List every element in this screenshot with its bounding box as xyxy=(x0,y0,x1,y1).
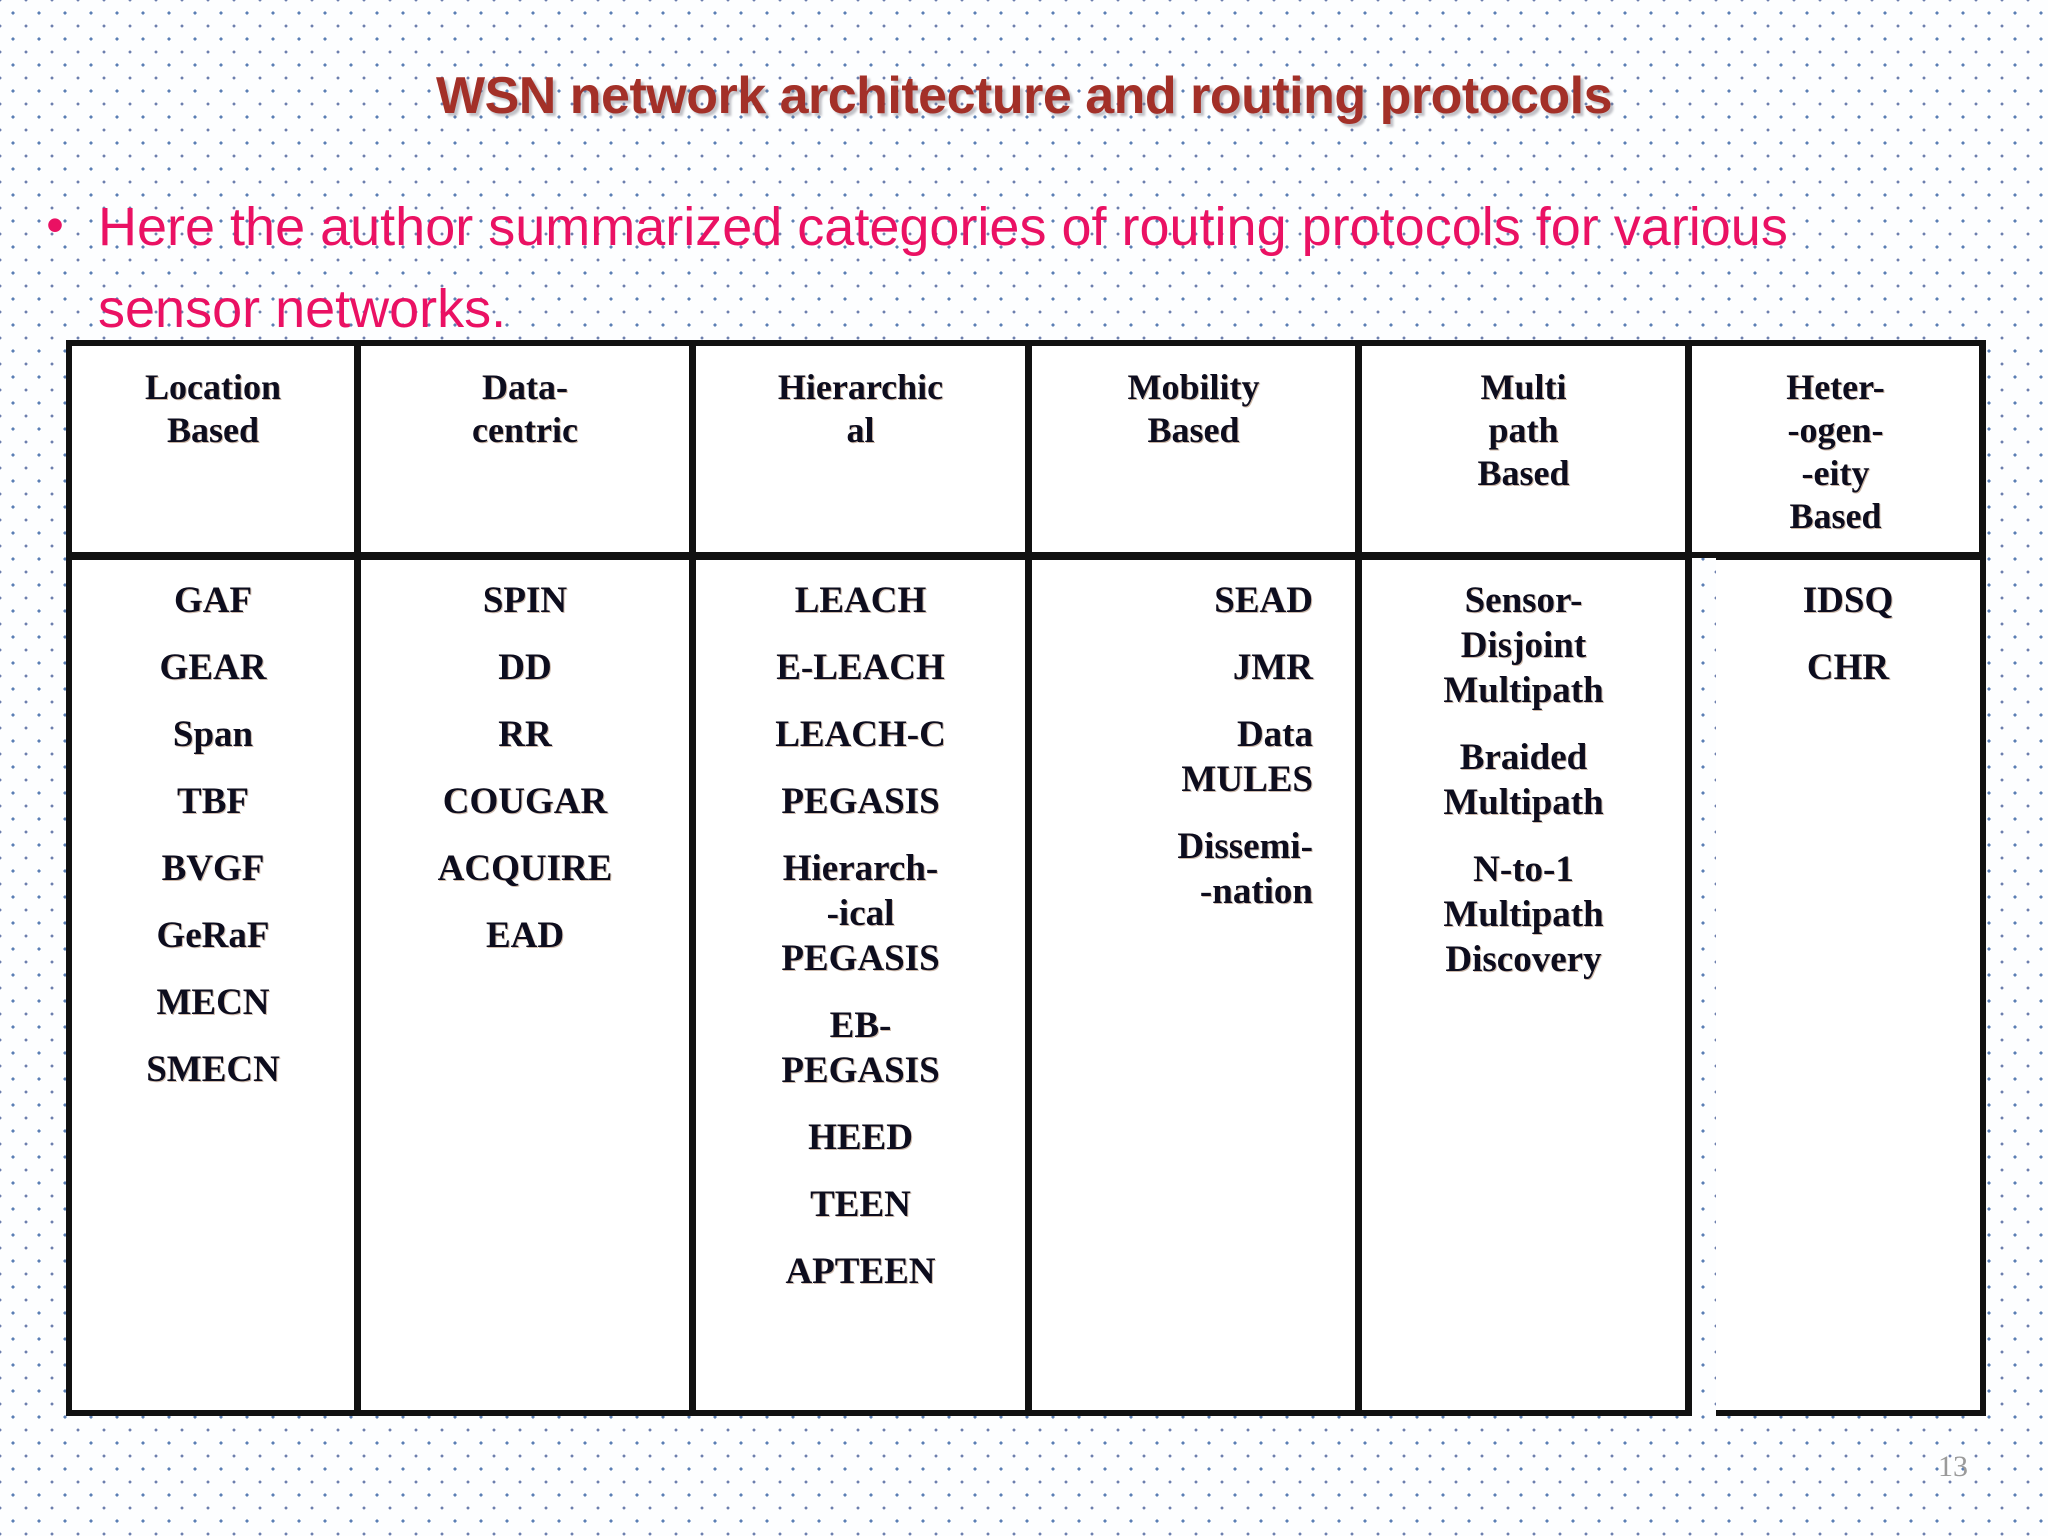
table-entry: Hierarch- -ical PEGASIS xyxy=(781,848,940,979)
table-entry: Braided Multipath xyxy=(1443,737,1604,823)
table-entry: SMECN xyxy=(146,1049,280,1090)
table-entry: LEACH-C xyxy=(775,714,946,755)
bullet-text: Here the author summarized categories of… xyxy=(98,197,1788,339)
table-header-cell-mobility-based: Mobility Based xyxy=(1032,340,1362,558)
table-entry: Data MULES xyxy=(1181,714,1313,800)
table-entry: BVGF xyxy=(161,848,265,889)
bullet-marker-icon: • xyxy=(46,197,64,253)
table-entry: Dissemi- -nation xyxy=(1177,826,1313,912)
table-entry: GeRaF xyxy=(156,915,270,956)
table-entry: PEGASIS xyxy=(781,781,940,822)
table-entry: DD xyxy=(498,647,552,688)
table-entry: E-LEACH xyxy=(776,647,945,688)
table-entry: TBF xyxy=(177,781,249,822)
table-entry: MECN xyxy=(156,982,270,1023)
table-header-cell-location-based: Location Based xyxy=(66,340,361,558)
table-entry: EAD xyxy=(485,915,565,956)
table-cell-hierarchical: LEACH E-LEACH LEACH-C PEGASIS Hierarch- -ica… xyxy=(696,554,1032,1416)
table-entry: SEAD xyxy=(1214,580,1313,621)
table-entry: Sensor- Disjoint Multipath xyxy=(1443,580,1604,711)
table-entry: RR xyxy=(498,714,552,755)
table-entry: N-to-1 Multipath Discovery xyxy=(1443,849,1604,980)
table-entry: COUGAR xyxy=(442,781,608,822)
table-entry: IDSQ xyxy=(1802,580,1894,621)
table-header-label: Multi path Based xyxy=(1477,367,1570,493)
table-entry: EB- PEGASIS xyxy=(781,1005,940,1091)
table-entry: GEAR xyxy=(159,647,267,688)
table-entry: APTEEN xyxy=(785,1251,936,1292)
table-header-cell-multipath-based: Multi path Based xyxy=(1362,340,1692,558)
table-entry: JMR xyxy=(1232,647,1313,688)
table-entry: TEEN xyxy=(810,1184,911,1225)
table-header-label: Mobility Based xyxy=(1127,367,1260,450)
table-header-row: Location Based Data- centric Hierarchic … xyxy=(66,340,1986,558)
table-cell-heterogeneity-based: IDSQ CHR xyxy=(1716,554,1986,1416)
table-header-label: Hierarchic al xyxy=(777,367,944,450)
table-header-label: Data- centric xyxy=(472,367,578,450)
table-entry: LEACH xyxy=(794,580,927,621)
table-entry: SPIN xyxy=(482,580,568,621)
page-title: WSN network architecture and routing pro… xyxy=(436,67,1613,125)
table-entry: CHR xyxy=(1806,647,1890,688)
table-header-cell-heterogeneity-based: Heter- -ogen- -eity Based xyxy=(1692,340,1986,558)
bullet-paragraph: • Here the author summarized categories … xyxy=(22,186,1952,350)
page-number: 13 xyxy=(1938,1450,1968,1483)
table-cell-mobility-based: SEAD JMR Data MULES Dissemi- -nation xyxy=(1032,554,1362,1416)
table-header-cell-data-centric: Data- centric xyxy=(361,340,696,558)
table-entry: HEED xyxy=(808,1117,913,1158)
table-header-label: Heter- -ogen- -eity Based xyxy=(1786,367,1885,536)
table-cell-data-centric: SPIN DD RR COUGAR ACQUIRE EAD xyxy=(361,554,696,1416)
table-entry: GAF xyxy=(173,580,253,621)
routing-protocol-table: Location Based Data- centric Hierarchic … xyxy=(66,340,1986,1416)
table-entry: Span xyxy=(172,714,254,755)
table-header-cell-hierarchical: Hierarchic al xyxy=(696,340,1032,558)
table-entry: ACQUIRE xyxy=(437,848,613,889)
table-header-label: Location Based xyxy=(144,367,281,450)
